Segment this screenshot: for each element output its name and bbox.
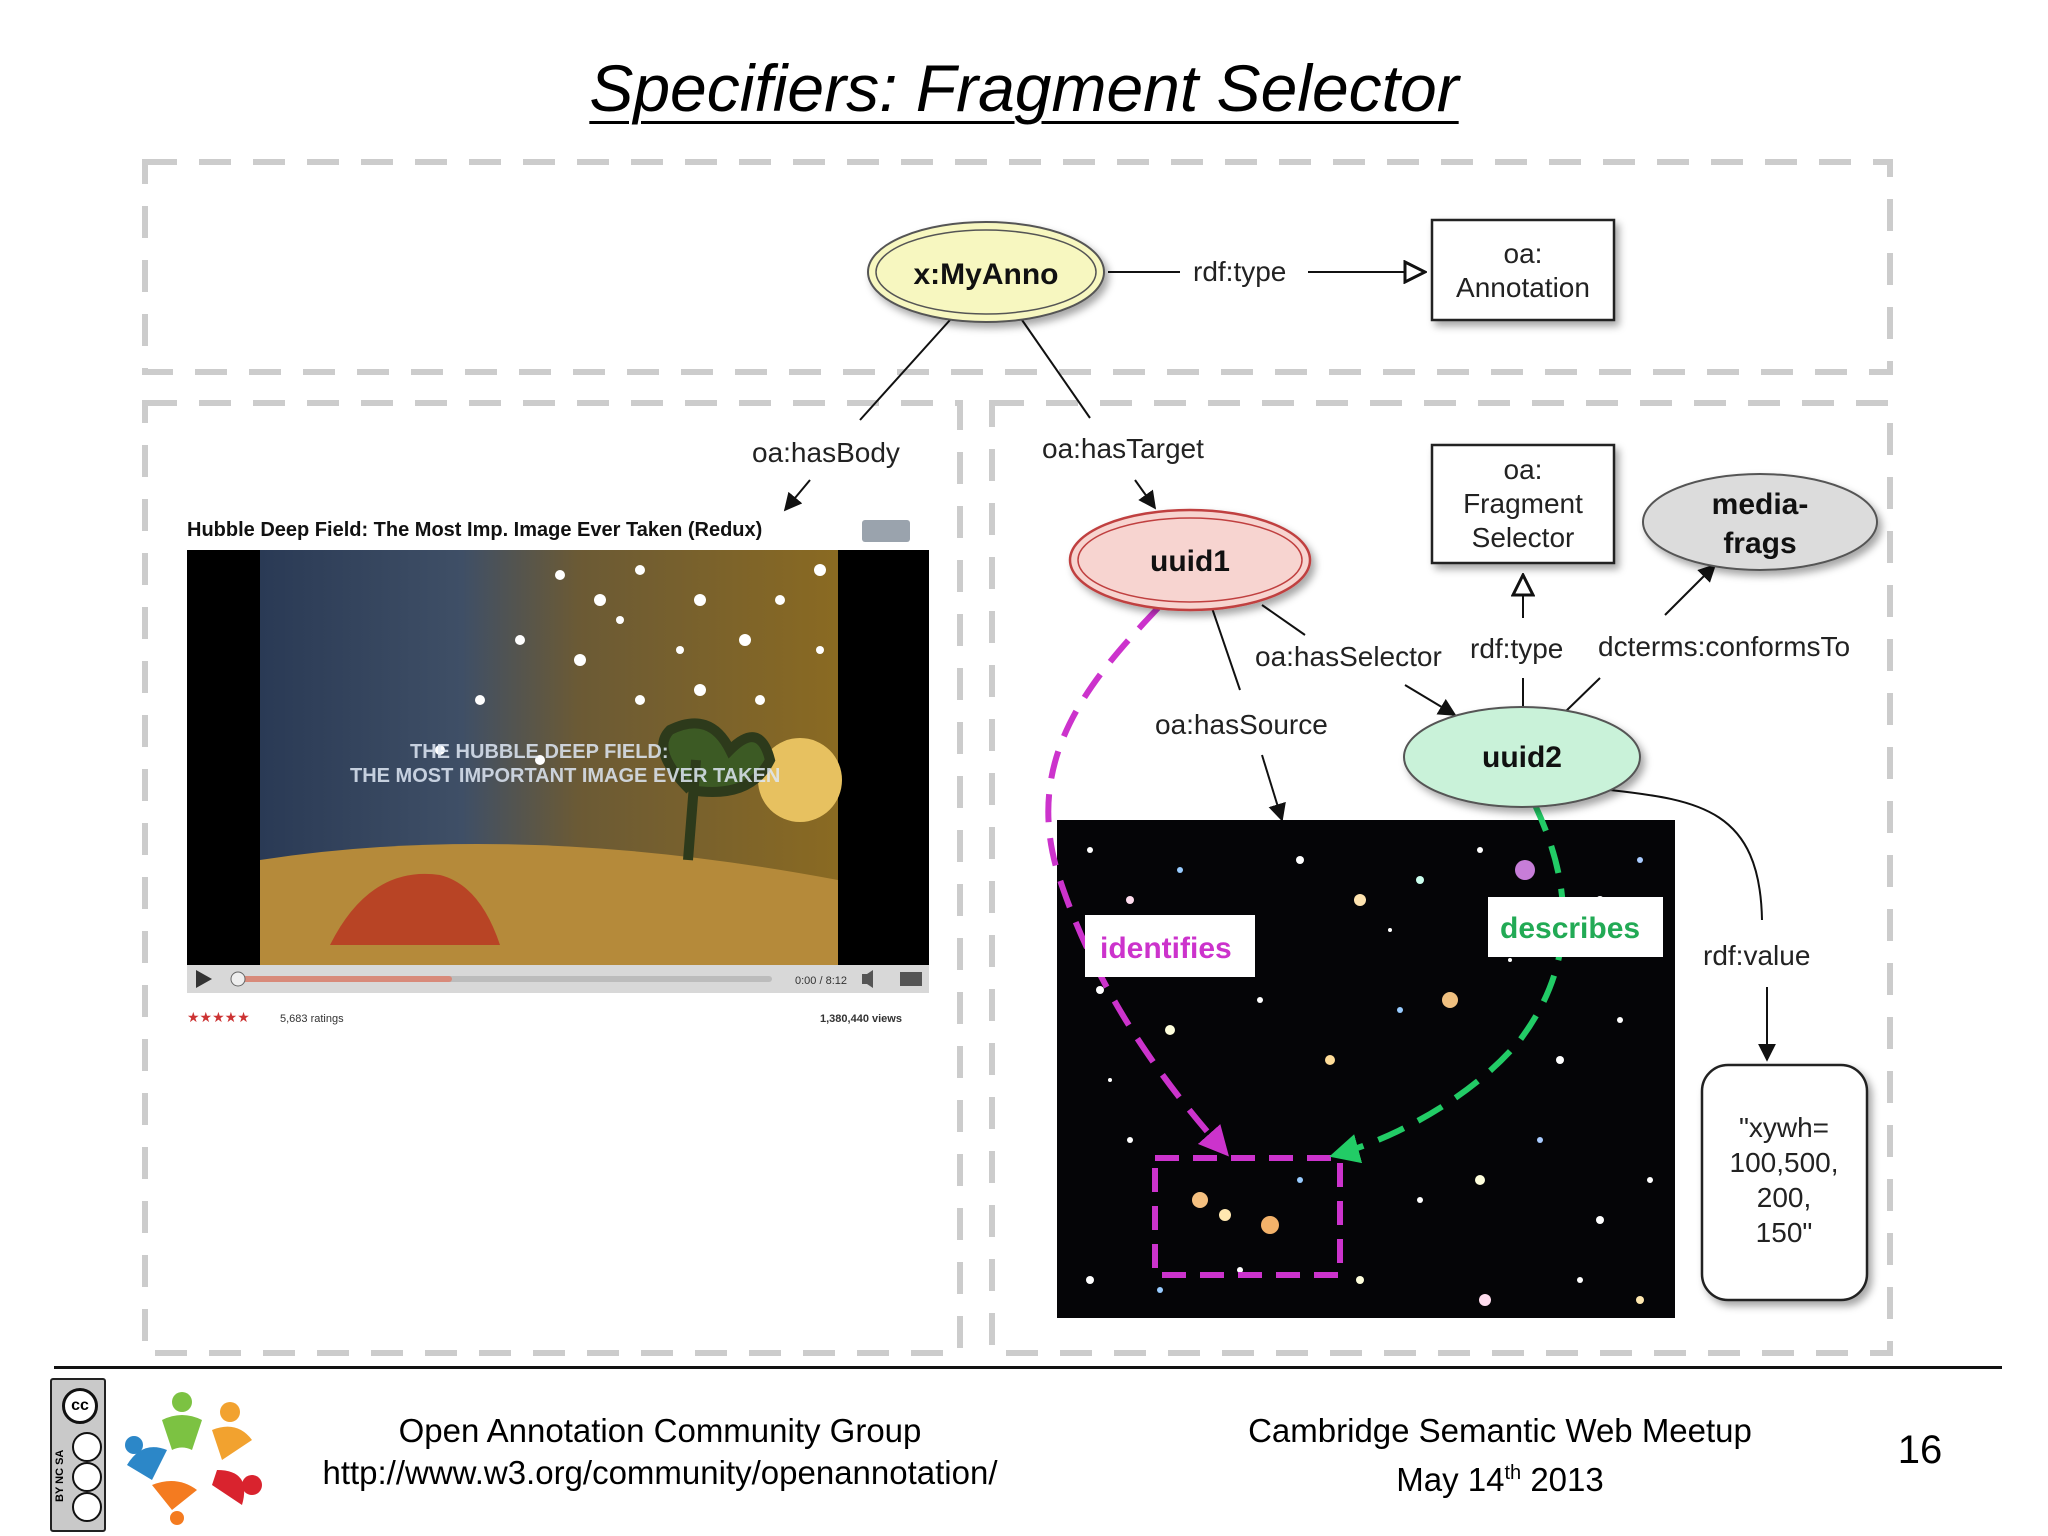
footer-divider xyxy=(54,1366,2002,1369)
footer-date-suffix: 2013 xyxy=(1521,1461,1604,1498)
nc-icon xyxy=(72,1462,102,1492)
edge-identifies xyxy=(1045,605,1229,1157)
edge-rdf-value-line xyxy=(1609,789,1763,921)
identifies-label: identifies xyxy=(1100,932,1232,965)
node-fragment-selector-line1: oa: xyxy=(1504,454,1543,485)
label-conforms-to: dcterms:conformsTo xyxy=(1598,631,1850,662)
deep-field-galaxies xyxy=(1086,847,1653,1306)
node-media-frags-line1: media- xyxy=(1712,488,1809,521)
video-player: Hubble Deep Field: The Most Imp. Image E… xyxy=(187,519,929,1025)
cc-license-badge[interactable]: cc BY NC SA xyxy=(50,1378,106,1532)
video-artwork-traveller xyxy=(330,873,500,945)
describes-label-box xyxy=(1488,897,1663,957)
node-uuid2-label: uuid2 xyxy=(1482,741,1562,774)
node-uuid1-label: uuid1 xyxy=(1150,545,1230,578)
node-media-frags xyxy=(1642,473,1878,571)
edge-conforms-arrow xyxy=(1664,563,1717,616)
video-ratings: 5,683 ratings xyxy=(280,1013,344,1025)
node-annotation-class xyxy=(1430,218,1616,322)
footer-date-prefix: May 14 xyxy=(1396,1461,1505,1498)
node-uuid1 xyxy=(1068,508,1312,612)
node-value-line4: 150" xyxy=(1756,1217,1813,1248)
video-artwork-tree xyxy=(658,718,776,861)
node-annotation-line2: Annotation xyxy=(1456,272,1590,303)
cc-icon: cc xyxy=(62,1388,98,1424)
node-value-line1: "xywh= xyxy=(1739,1112,1829,1143)
video-views: 1,380,440 views xyxy=(820,1013,902,1025)
header-region xyxy=(142,159,1893,375)
volume-icon[interactable] xyxy=(862,970,873,988)
label-has-source: oa:hasSource xyxy=(1155,709,1328,740)
video-overlay-line2: THE MOST IMPORTANT IMAGE EVER TAKEN xyxy=(350,765,780,787)
footer-group-name: Open Annotation Community Group xyxy=(398,1412,922,1449)
fragment-region xyxy=(1152,1155,1343,1278)
page-number: 16 xyxy=(1897,1428,1943,1472)
label-rdf-value: rdf:value xyxy=(1703,940,1810,971)
open-annotation-logo xyxy=(125,1392,262,1525)
video-artwork-sun xyxy=(758,738,842,822)
label-has-body: oa:hasBody xyxy=(752,437,900,468)
sa-icon xyxy=(72,1492,102,1522)
edge-has-source-line xyxy=(1211,607,1241,691)
slide-title: Specifiers: Fragment Selector xyxy=(589,51,1459,125)
video-time: 0:00 / 8:12 xyxy=(795,975,847,987)
video-top-icon xyxy=(862,520,910,542)
footer-event-name: Cambridge Semantic Web Meetup xyxy=(1248,1412,1752,1449)
video-overlay-line1: THE HUBBLE DEEP FIELD: xyxy=(410,741,669,763)
footer-date-sup: th xyxy=(1504,1462,1522,1484)
edge-has-selector-arrow xyxy=(1404,684,1457,716)
footer-group-url[interactable]: http://www.w3.org/community/openannotati… xyxy=(322,1454,998,1491)
label-rdf-type-top: rdf:type xyxy=(1193,256,1286,287)
target-region xyxy=(989,400,1893,1356)
edge-has-selector-line xyxy=(1261,604,1306,636)
node-media-frags-line2: frags xyxy=(1723,527,1796,560)
node-value-line3: 200, xyxy=(1757,1182,1812,1213)
edge-describes xyxy=(1329,803,1567,1164)
play-icon[interactable] xyxy=(196,970,212,988)
body-region xyxy=(142,400,963,1356)
edge-has-body-arrow xyxy=(783,479,811,512)
fullscreen-icon[interactable] xyxy=(900,972,922,986)
label-rdf-type-selector: rdf:type xyxy=(1470,633,1563,664)
edge-has-body-line xyxy=(859,319,951,421)
label-has-target: oa:hasTarget xyxy=(1042,433,1204,464)
describes-label: describes xyxy=(1500,912,1640,945)
video-title: Hubble Deep Field: The Most Imp. Image E… xyxy=(187,519,762,541)
footer-left: Open Annotation Community Group http://w… xyxy=(250,1410,1070,1494)
node-my-anno xyxy=(867,221,1105,323)
identifies-label-box xyxy=(1085,915,1255,977)
cc-terms: BY NC SA xyxy=(54,1449,66,1502)
edge-has-source-arrow xyxy=(1261,754,1286,822)
node-fragment-selector-class xyxy=(1430,443,1616,565)
edge-has-target-line xyxy=(1021,319,1091,419)
video-rating-stars: ★★★★★ xyxy=(187,1009,250,1025)
node-value-line2: 100,500, xyxy=(1730,1147,1839,1178)
footer-date: May 14th 2013 xyxy=(1200,1452,1800,1501)
node-fragment-selector-line2: Fragment xyxy=(1463,488,1583,519)
edge-has-target-arrow xyxy=(1134,479,1157,510)
node-value-literal xyxy=(1700,1063,1869,1302)
node-uuid2 xyxy=(1403,706,1641,808)
by-icon xyxy=(72,1432,102,1462)
label-has-selector: oa:hasSelector xyxy=(1255,641,1442,672)
video-scrubber-handle[interactable] xyxy=(230,971,246,987)
node-fragment-selector-line3: Selector xyxy=(1472,522,1575,553)
footer-right: Cambridge Semantic Web Meetup May 14th 2… xyxy=(1200,1410,1800,1501)
node-my-anno-label: x:MyAnno xyxy=(914,258,1059,291)
video-artwork-stars xyxy=(435,564,826,765)
node-annotation-line1: oa: xyxy=(1504,238,1543,269)
deep-field-image xyxy=(1057,820,1675,1318)
video-progress-buffered xyxy=(232,976,452,982)
edge-conforms-line xyxy=(1564,677,1601,713)
